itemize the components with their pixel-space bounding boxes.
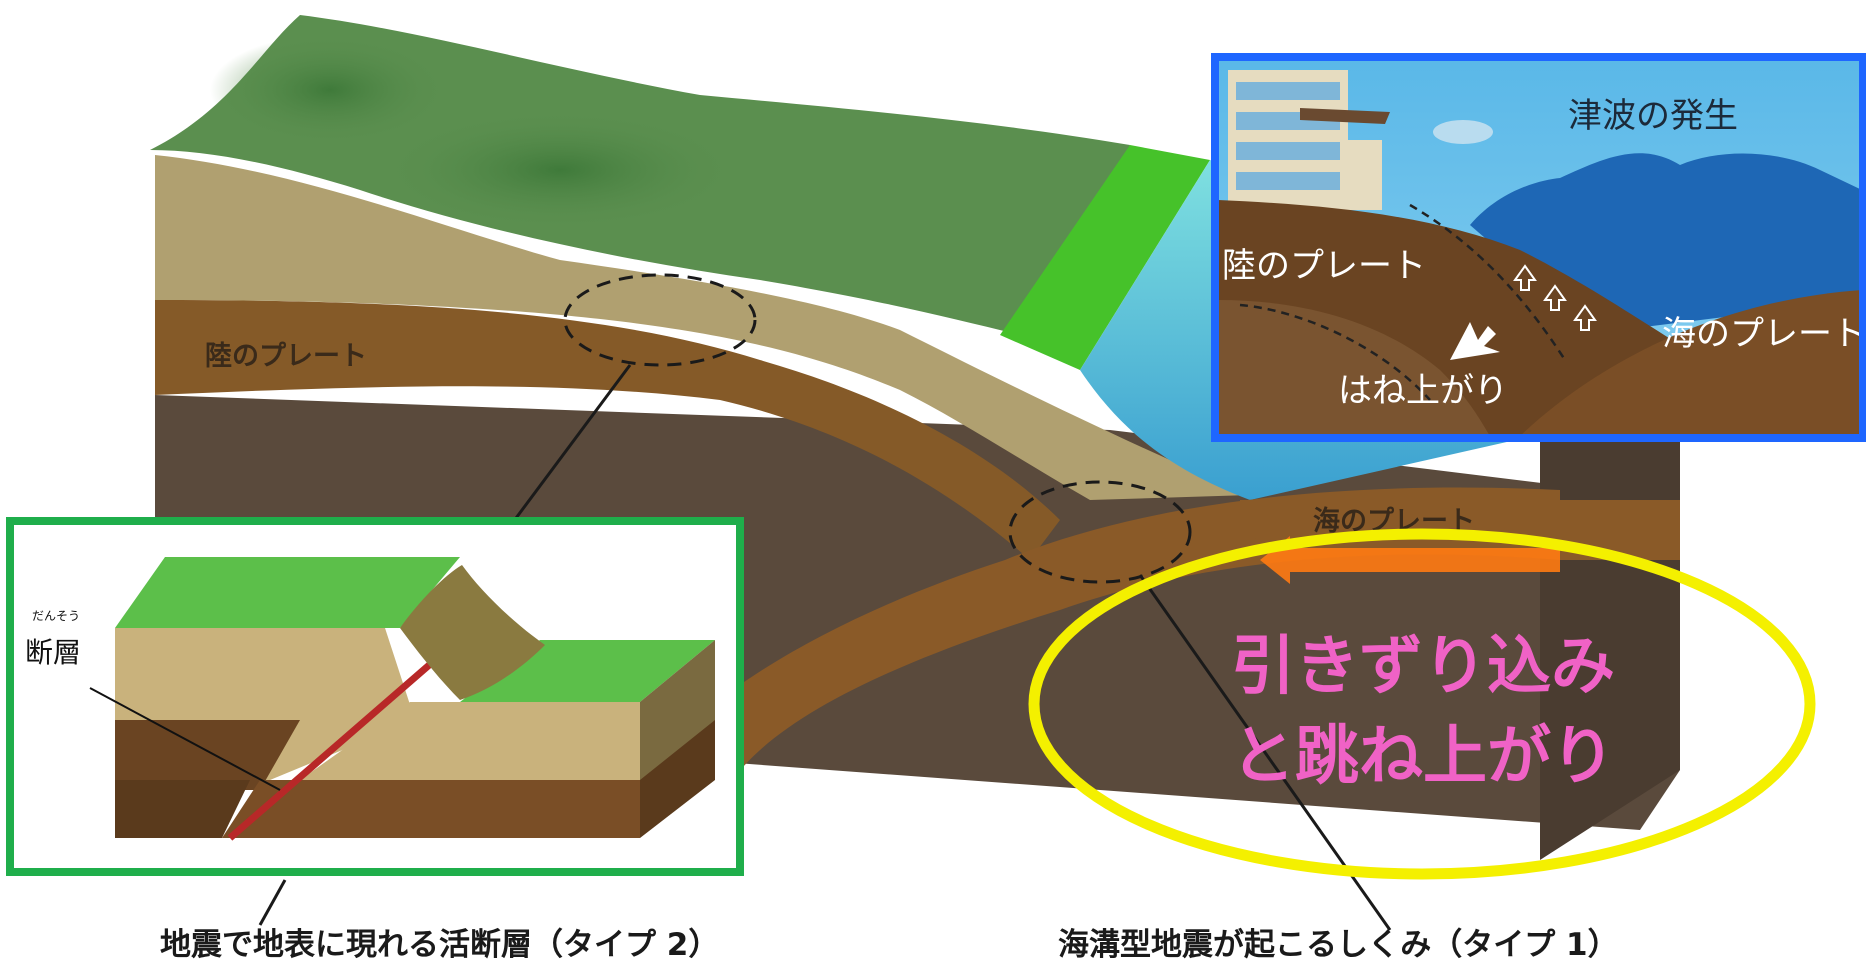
tsunami-inset-border xyxy=(1211,53,1866,442)
rebound-arrow-icon xyxy=(1450,322,1500,360)
landslide-debris xyxy=(400,565,545,700)
tsunami-dashed-line-2 xyxy=(1239,303,1431,401)
tsunami-deep-layer xyxy=(1218,300,1490,436)
fault-caption-line xyxy=(258,879,287,926)
land-sediment-layer xyxy=(155,155,1250,500)
coastal-strip xyxy=(1000,145,1210,370)
fault-ruby: だんそう xyxy=(32,609,80,623)
subduction-arrow xyxy=(1260,536,1560,584)
fault-right-block-deep-side xyxy=(640,720,715,838)
callout-line-1: 引きずり込み xyxy=(1231,630,1615,704)
fault-inset-border xyxy=(6,517,744,876)
caption-trench-earthquake: 海溝型地震が起こるしくみ（タイプ 1） xyxy=(1058,927,1619,963)
fault-left-block-top xyxy=(115,557,460,628)
fault-inset: だんそう 断層 xyxy=(6,517,744,876)
fault-left-block-brown xyxy=(115,720,300,790)
tsunami-title: 津波の発生 xyxy=(1568,96,1738,136)
trench-focus-circle xyxy=(1008,480,1192,584)
uplift-arrow-icon xyxy=(1513,264,1537,291)
tsunami-land-plate-label: 陸のプレート xyxy=(1222,246,1426,286)
fault-focus-circle xyxy=(563,273,757,367)
cloud-icon xyxy=(1433,120,1493,144)
uplift-arrow-icon-3 xyxy=(1573,304,1597,331)
fault-plane-line xyxy=(227,657,438,841)
land-surface-shade xyxy=(380,110,740,230)
callout-line-2: と跳ね上がり xyxy=(1231,720,1615,794)
rebound-label: はね上がり xyxy=(1338,371,1508,411)
fault-left-block-deep xyxy=(115,780,250,838)
building-icon xyxy=(1228,70,1390,210)
tsunami-dashed-line xyxy=(1409,203,1567,361)
callout-ellipse xyxy=(1028,528,1816,880)
fault-right-block-tan xyxy=(300,702,640,780)
land-plate-label: 陸のプレート xyxy=(205,341,367,372)
fault-label-leader xyxy=(89,687,281,791)
land-plate-band xyxy=(155,300,1060,560)
tsunami-ocean-plate xyxy=(1520,290,1862,436)
tsunami-inset: 津波の発生 陸のプレート 海のプレート はね上がり xyxy=(1211,53,1866,442)
tsunami-ocean-plate-label: 海のプレート xyxy=(1662,314,1866,354)
uplift-arrow-icon-2 xyxy=(1543,284,1567,311)
callout: 引きずり込み と跳ね上がり xyxy=(1028,528,1816,880)
fault-label: 断層 xyxy=(25,636,81,669)
land-surface-shade-2 xyxy=(210,35,450,145)
fault-right-block-brown xyxy=(222,780,640,838)
caption-active-fault: 地震で地表に現れる活断層（タイプ 2） xyxy=(160,927,719,963)
